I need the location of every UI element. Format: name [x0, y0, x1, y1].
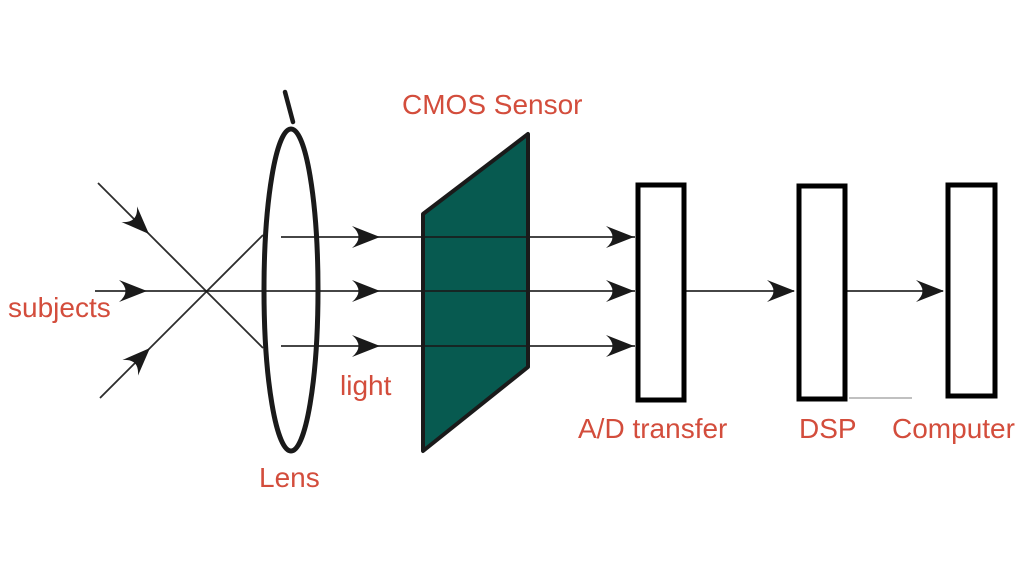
computer-label: Computer [892, 413, 1015, 444]
process-boxes-layer [635, 182, 998, 403]
arrowhead-icon [767, 280, 795, 302]
dsp-label: DSP [799, 413, 857, 444]
arrowhead-icon [352, 226, 380, 248]
arrowhead-icon [122, 348, 150, 376]
arrowhead-icon [352, 335, 380, 357]
arrowhead-icon [121, 206, 149, 234]
lens-tick-mark [282, 89, 296, 125]
arrowhead-icon [606, 280, 634, 302]
light-label: light [340, 370, 392, 401]
cmos-sensor-shape [421, 132, 530, 453]
arrowhead-icon [606, 335, 634, 357]
arrowhead-icon [916, 280, 944, 302]
lens-layer [261, 89, 321, 454]
sensor-layer [421, 132, 530, 453]
computer-box [945, 182, 998, 399]
arrowhead-icon [606, 226, 634, 248]
subject-ray-lower-diagonal [99, 234, 264, 399]
lens-label: Lens [259, 462, 320, 493]
arrowhead-icon [352, 280, 380, 302]
arrowhead-icon [119, 280, 147, 302]
dsp-box [796, 183, 848, 402]
cmos-sensor-label: CMOS Sensor [402, 89, 583, 120]
ad-transfer-box [635, 182, 687, 403]
subject-ray-upper-diagonal [97, 182, 264, 349]
ad-transfer-label: A/D transfer [578, 413, 728, 444]
arrowheads-layer [119, 206, 944, 376]
lens-shape [261, 126, 321, 454]
subjects-label: subjects [8, 292, 111, 323]
